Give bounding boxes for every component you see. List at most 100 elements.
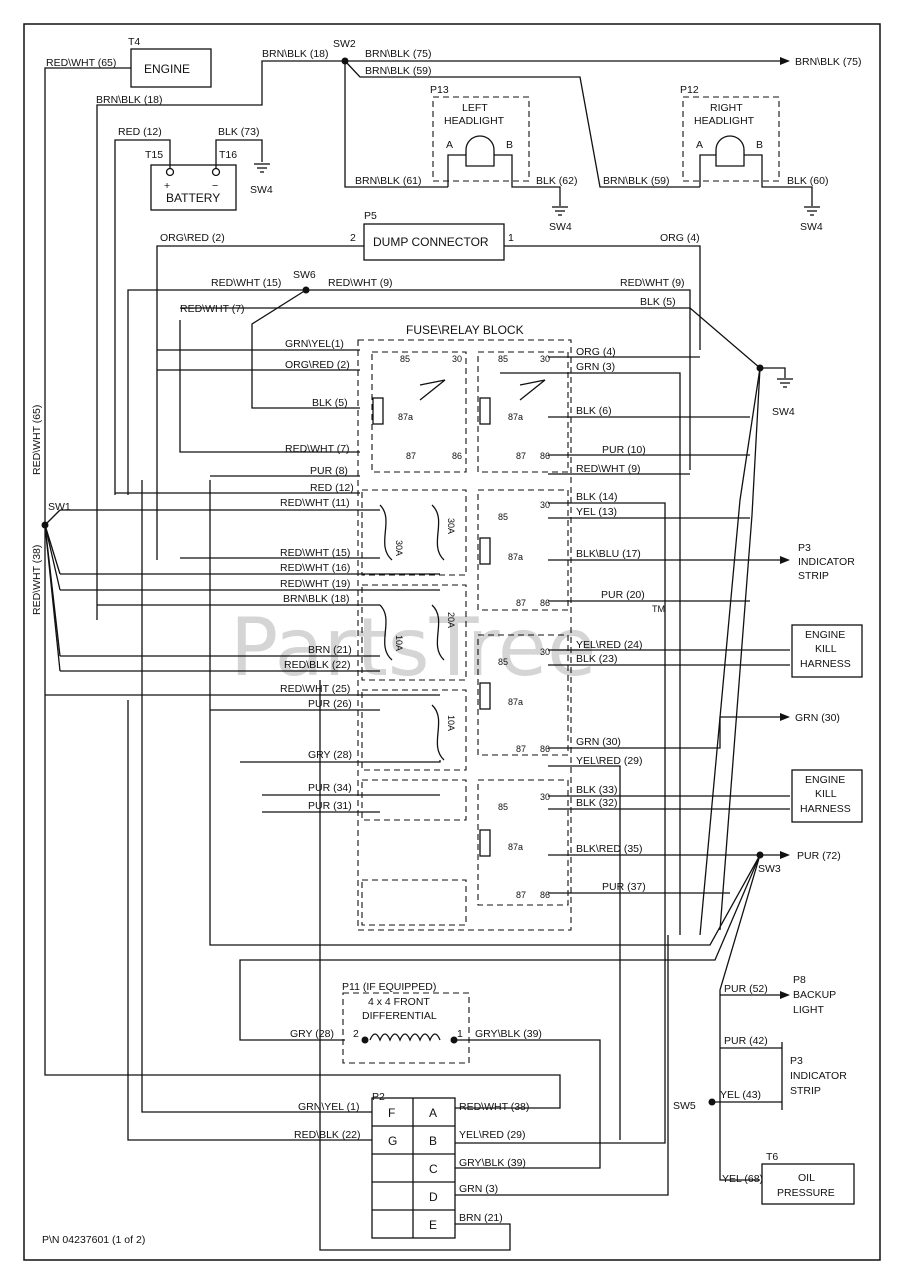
relay-pin: 30 [540, 500, 550, 510]
wire-label: YEL (13) [576, 506, 617, 518]
fuse-slot [361, 584, 467, 681]
relay-coil-icon [479, 682, 491, 710]
wire-label: PUR (20) [601, 589, 645, 601]
wire-redblk22 [127, 700, 372, 1141]
wire-yelred29 [455, 502, 666, 1144]
relay-pin: 86 [540, 744, 550, 754]
wire-label: RED\WHT (7) [180, 303, 245, 315]
wire-label: BLK (33) [576, 784, 617, 796]
wire-label: ORG\RED (2) [160, 232, 225, 244]
engine-label: ENGINE [144, 62, 190, 76]
wire-label: RED\WHT (19) [280, 578, 350, 590]
relay-box [477, 634, 569, 756]
oil-line2: PRESSURE [777, 1187, 835, 1199]
wire-label: BRN\BLK (18) [96, 94, 163, 106]
wire-label: PUR (8) [310, 465, 348, 477]
p3b-line1: INDICATOR [790, 1070, 847, 1082]
wire-orgred2 [156, 245, 364, 560]
wire-label: YEL (68) [722, 1173, 763, 1185]
pin-label: B [756, 139, 763, 151]
part-number: P\N 04237601 (1 of 2) [42, 1234, 145, 1246]
wire-redwht65 [44, 67, 131, 525]
wire-label: BRN\BLK (61) [355, 175, 422, 187]
relay-pin: 87a [508, 697, 523, 707]
wire-label: ORG (4) [576, 346, 616, 358]
engine-kill-harness-box [791, 769, 863, 823]
wire-label: BLK (5) [312, 397, 348, 409]
battery-t15: T15 [145, 149, 163, 161]
relay-pin: 30 [452, 354, 462, 364]
wire-blk60 [744, 154, 813, 206]
wire-label: GRY (28) [290, 1028, 334, 1040]
wire-label: GRN (30) [576, 736, 621, 748]
wire-label: YEL (43) [720, 1089, 761, 1101]
terminal-icon [361, 1036, 369, 1044]
right-headlight-ref: P12 [680, 84, 699, 96]
wire-grnyel1 [141, 480, 372, 1113]
ekh-line1: ENGINE [805, 774, 845, 786]
relay-coil-icon [372, 397, 384, 425]
wire-redwht38 [44, 525, 561, 1109]
fuse-icon [379, 604, 393, 661]
p2-ref: P2 [372, 1091, 385, 1103]
relay-pin: 85 [498, 512, 508, 522]
wire-label: BLK (5) [640, 296, 676, 308]
wire-label: ORG\RED (2) [285, 359, 350, 371]
headlight-icon [715, 135, 745, 167]
pin-label: 2 [353, 1028, 359, 1040]
differential-box [342, 992, 470, 1064]
diff-line2: DIFFERENTIAL [362, 1010, 437, 1022]
wire-label: BLK (14) [576, 491, 617, 503]
fuse-icon [431, 504, 445, 561]
wire-brnblk59 [344, 60, 700, 188]
ekh-line2: KILL [815, 643, 837, 655]
relay-switch-icon [419, 379, 446, 401]
wire-ground-bundle [719, 367, 761, 931]
wire [699, 154, 716, 187]
relay-pin: 87a [508, 842, 523, 852]
engine-kill-harness-box [791, 624, 863, 678]
wire-label: GRY\BLK (39) [475, 1028, 542, 1040]
wire-label: RED (12) [310, 482, 354, 494]
wire-yel68 [719, 854, 761, 1181]
engine-ref: T4 [128, 36, 140, 48]
wire-grn3-p2 [455, 935, 669, 1196]
fuse-block-label: FUSE\RELAY BLOCK [406, 323, 524, 337]
wire-label: BRN (21) [459, 1212, 503, 1224]
wire-bundle [239, 854, 761, 1041]
diff-ref: P11 (IF EQUIPPED) [342, 981, 436, 993]
arrow-icon [780, 556, 790, 564]
relay-box [371, 351, 467, 473]
diagram-border [23, 23, 881, 1261]
wire [548, 765, 621, 1140]
watermark: PartsTree [230, 601, 596, 694]
wire-grn30 [548, 716, 780, 749]
wire-label: BLK (6) [576, 405, 612, 417]
relay-pin: 85 [498, 657, 508, 667]
wire-label: RED\WHT (9) [620, 277, 685, 289]
battery-minus: − [212, 180, 218, 192]
pin-label: A [446, 139, 453, 151]
relay-pin: 30 [540, 354, 550, 364]
wire-label: YEL\RED (29) [576, 755, 643, 767]
wire-blk73 [215, 139, 263, 168]
pin-label: 2 [350, 232, 356, 244]
oil-line1: OIL [798, 1172, 815, 1184]
relay-pin: 85 [400, 354, 410, 364]
wire-label: GRN (3) [459, 1183, 498, 1195]
wire [760, 367, 786, 378]
battery-box [150, 164, 237, 211]
wire-brn21 [319, 680, 511, 1251]
ekh-line3: HARNESS [800, 803, 851, 815]
backup-line2: LIGHT [793, 1004, 825, 1016]
pin-label: B [506, 139, 513, 151]
fuse-rating: 10A [446, 715, 456, 731]
wire-ground-bundle [699, 367, 761, 936]
wire-bundle [209, 480, 761, 946]
pin-label: 1 [457, 1028, 463, 1040]
relay-switch-icon [519, 379, 546, 401]
fuse-slot [361, 689, 467, 771]
wire-label: RED\BLK (22) [284, 659, 351, 671]
wire-label: BRN\BLK (18) [262, 48, 329, 60]
